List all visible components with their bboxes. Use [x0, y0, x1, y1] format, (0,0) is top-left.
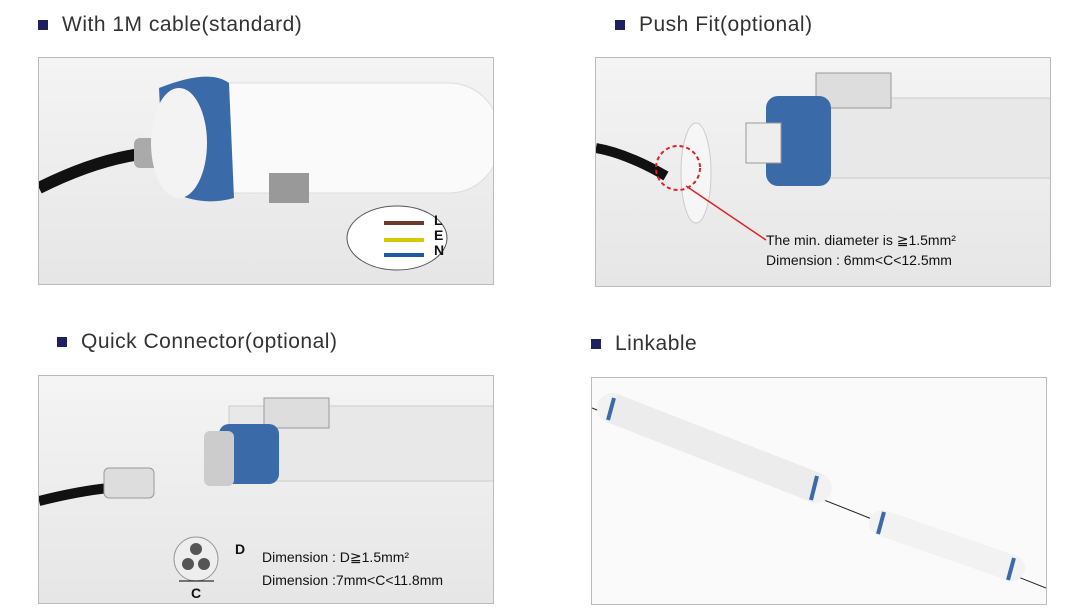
wire-label-l: L: [434, 212, 443, 228]
bullet-icon: [38, 20, 48, 30]
bullet-icon: [591, 339, 601, 349]
bullet-icon: [57, 337, 67, 347]
image-push-fit: The min. diameter is ≧1.5mm² Dimension :…: [595, 57, 1051, 287]
note-d: Dimension : D≧1.5mm²: [262, 549, 410, 565]
heading-quick-connector: Quick Connector(optional): [57, 330, 337, 354]
label-d: D: [235, 541, 246, 557]
label-c: C: [191, 585, 202, 601]
heading-text: Push Fit(optional): [639, 13, 813, 36]
image-linkable: [591, 377, 1047, 605]
heading-push-fit: Push Fit(optional): [615, 13, 813, 37]
heading-linkable: Linkable: [591, 332, 697, 356]
heading-text: Quick Connector(optional): [81, 330, 338, 353]
wire-label-e: E: [434, 227, 444, 243]
quick-connector-notes: Dimension : D≧1.5mm² Dimension :7mm<C<11…: [262, 546, 443, 592]
image-standard-cable: L E N: [38, 57, 494, 285]
wire-label-n: N: [434, 242, 445, 258]
heading-standard-cable: With 1M cable(standard): [38, 13, 302, 37]
heading-text: With 1M cable(standard): [62, 13, 303, 36]
heading-text: Linkable: [615, 332, 698, 355]
note-min-diameter: The min. diameter is ≧1.5mm²: [766, 232, 956, 248]
push-fit-notes: The min. diameter is ≧1.5mm² Dimension :…: [766, 230, 956, 270]
image-quick-connector: D C Dimension : D≧1.5mm² Dimension :7mm<…: [38, 375, 494, 604]
bullet-icon: [615, 20, 625, 30]
note-dimension: Dimension : 6mm<C<12.5mm: [766, 252, 952, 268]
note-c: Dimension :7mm<C<11.8mm: [262, 572, 444, 588]
